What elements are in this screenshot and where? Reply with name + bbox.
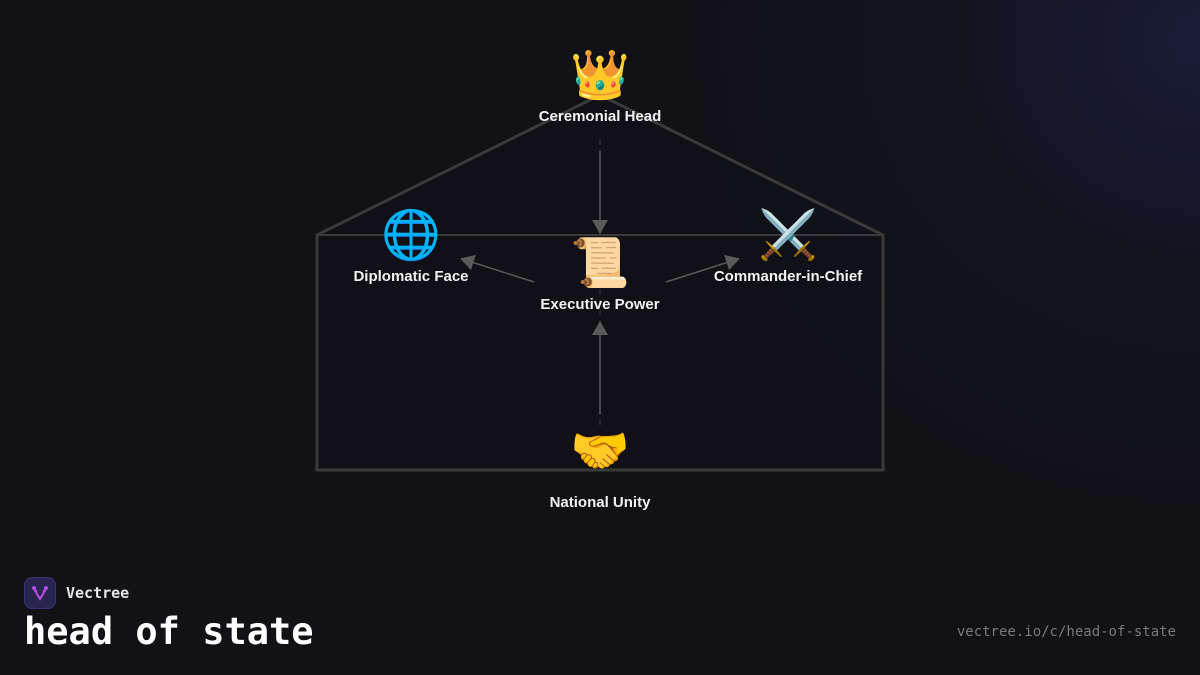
node-label: Diplomatic Face — [353, 268, 469, 285]
node-label: Ceremonial Head — [538, 108, 662, 125]
node-executive-power[interactable]: 📜 Executive Power — [540, 237, 660, 314]
node-national-unity[interactable]: 🤝 National Unity — [549, 425, 651, 512]
crown-icon: 👑 — [570, 49, 630, 102]
node-label: Executive Power — [540, 296, 660, 313]
source-url[interactable]: vectree.io/c/head-of-state — [956, 624, 1176, 640]
node-commander-in-chief[interactable]: ⚔️ Commander-in-Chief — [713, 209, 863, 286]
globe-icon: 🌐 — [381, 209, 441, 262]
page-title: head of state — [24, 610, 314, 653]
crossed-swords-icon: ⚔️ — [758, 209, 818, 262]
node-diplomatic-face[interactable]: 🌐 Diplomatic Face — [353, 209, 469, 286]
node-ceremonial-head[interactable]: 👑 Ceremonial Head — [538, 49, 662, 126]
brand-name: Vectree — [66, 584, 130, 602]
scroll-icon: 📜 — [570, 237, 630, 290]
edge-executive-to-diplomatic — [460, 255, 535, 283]
edge-executive-to-commander — [665, 255, 740, 283]
handshake-icon: 🤝 — [570, 425, 630, 478]
node-label: Commander-in-Chief — [713, 268, 863, 285]
node-label: National Unity — [549, 494, 651, 511]
vectree-logo-icon — [24, 577, 56, 609]
brand: Vectree — [24, 577, 129, 609]
